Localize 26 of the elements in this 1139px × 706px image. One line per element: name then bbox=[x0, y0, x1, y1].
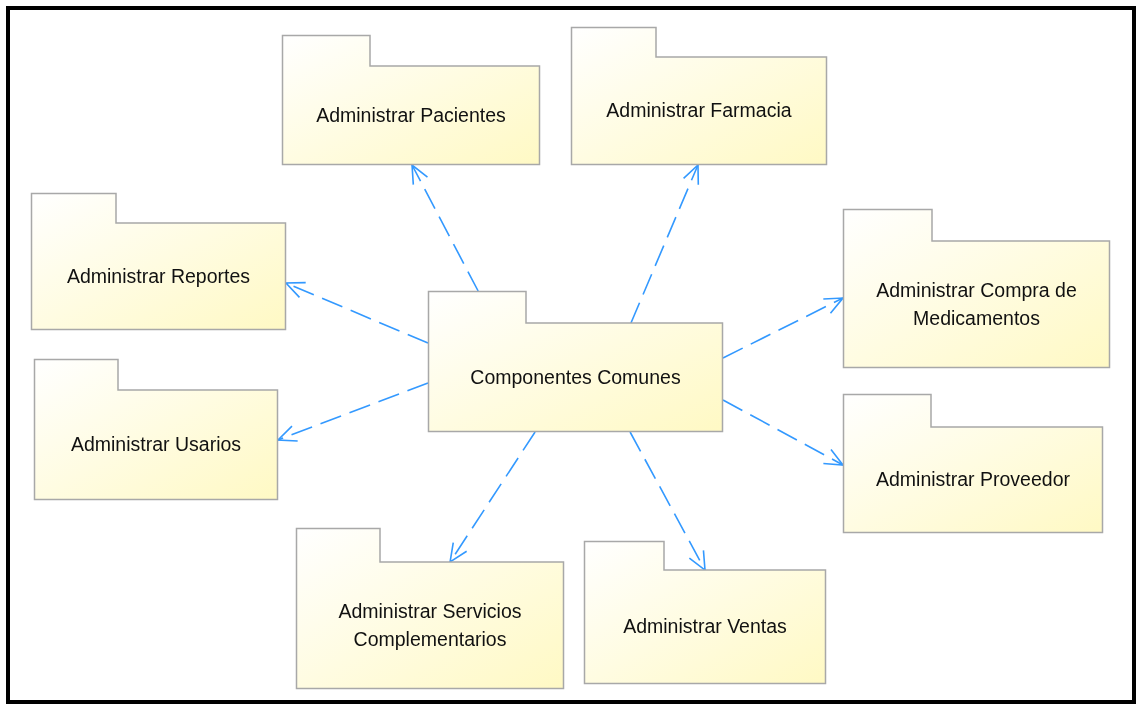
dependency-arrow bbox=[411, 164, 479, 292]
package-box bbox=[843, 209, 1110, 368]
package-box bbox=[428, 291, 723, 432]
dependency-arrow bbox=[722, 297, 844, 359]
package-box bbox=[584, 541, 826, 684]
package-box bbox=[296, 528, 564, 689]
dependency-arrow bbox=[285, 281, 429, 344]
package-name: Administrar Farmacia bbox=[606, 98, 792, 124]
package-name: Administrar Pacientes bbox=[316, 102, 506, 128]
package-name: Componentes Comunes bbox=[470, 364, 681, 390]
dependency-arrow bbox=[722, 399, 844, 466]
package-box bbox=[282, 35, 540, 165]
package-box bbox=[31, 193, 286, 330]
dependency-arrow bbox=[449, 431, 536, 563]
package-name: Administrar Compra de Medicamentos bbox=[875, 278, 1078, 331]
package-name: Administrar Reportes bbox=[66, 263, 251, 289]
package-name: Administrar Servicios Complementarios bbox=[337, 599, 523, 652]
package-name: Administrar Usarios bbox=[70, 432, 242, 458]
dependency-arrow bbox=[277, 382, 429, 442]
package-name: Administrar Ventas bbox=[623, 614, 787, 640]
package-box bbox=[843, 394, 1103, 533]
package-box bbox=[571, 27, 827, 165]
package-box bbox=[34, 359, 278, 500]
dependency-arrow bbox=[629, 431, 706, 571]
package-name: Administrar Proveedor bbox=[876, 467, 1070, 493]
dependency-arrow bbox=[630, 164, 700, 324]
